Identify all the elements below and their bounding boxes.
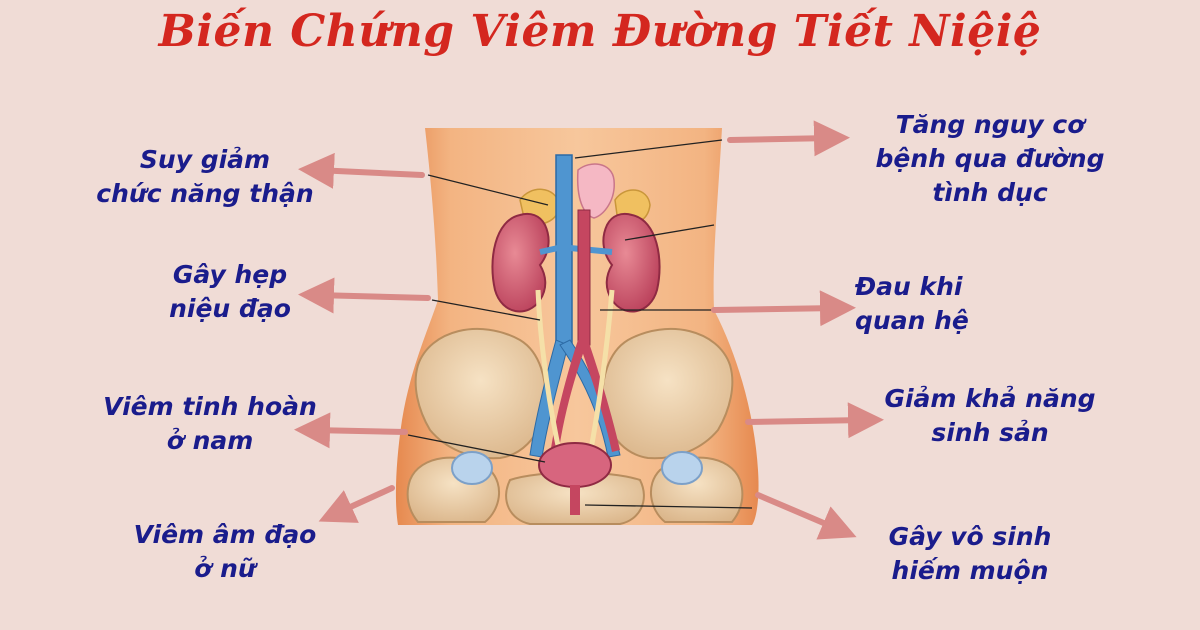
aorta — [577, 209, 591, 346]
label-line: ở nữ — [194, 554, 256, 583]
label-line: bệnh qua đường — [875, 144, 1105, 173]
bladder — [538, 442, 612, 515]
label-orchitis: Viêm tinh hoàn ở nam — [80, 390, 340, 458]
kidneys — [491, 212, 661, 313]
pointer-line-right-1 — [574, 139, 723, 159]
label-line: Viêm âm đạo — [133, 520, 317, 549]
label-kidney-failure: Suy giảm chức năng thận — [80, 143, 330, 211]
label-line: ở nam — [166, 426, 254, 455]
label-reduced-fertility: Giảm khả năng sinh sản — [860, 382, 1120, 450]
left-renal-vein — [539, 245, 559, 255]
pointer-line-left-2 — [431, 299, 541, 321]
label-line: Viêm tinh hoàn — [103, 392, 317, 421]
label-infertility: Gây vô sinh hiếm muộn — [855, 520, 1085, 588]
esophagus-organ — [576, 163, 615, 219]
label-line: chức năng thận — [96, 179, 314, 208]
label-line: Gây vô sinh — [888, 522, 1052, 551]
arrow-left-3 — [294, 412, 408, 449]
label-std-risk: Tăng nguy cơ bệnh qua đường tình dục — [850, 108, 1130, 210]
upper-organs — [576, 163, 615, 219]
label-vaginitis: Viêm âm đạo ở nữ — [110, 518, 340, 586]
label-painful-intercourse: Đau khi quan hệ — [855, 270, 995, 338]
left-femur-head — [451, 451, 493, 485]
right-ureter — [587, 289, 615, 456]
arrow-left-4 — [318, 485, 395, 523]
pointer-line-left-3 — [407, 434, 546, 463]
arrow-right-4 — [755, 492, 857, 540]
label-line: Suy giảm — [139, 145, 271, 174]
label-line: hiếm muộn — [891, 556, 1049, 585]
diagram-title: Biến Chứng Viêm Đường Tiết Niệiệ — [158, 6, 1042, 57]
right-kidney — [602, 212, 661, 313]
left-ureter — [535, 289, 563, 456]
arrow-left-2 — [298, 277, 431, 314]
right-femur-head — [661, 451, 703, 485]
pointer-line-right-4 — [584, 504, 753, 509]
ureters — [535, 289, 615, 456]
left-kidney — [491, 212, 550, 313]
label-line: tình dục — [932, 178, 1048, 207]
label-line: Tăng nguy cơ — [895, 110, 1085, 139]
pointer-line-left-1 — [427, 174, 549, 206]
label-urethral-stricture: Gây hẹp niệu đạo — [130, 258, 330, 326]
arrow-left-1 — [298, 152, 425, 189]
label-line: Đau khi — [855, 272, 963, 301]
pointer-line-right-2 — [624, 224, 715, 241]
arrows — [294, 120, 884, 540]
label-line: niệu đạo — [169, 294, 291, 323]
label-line: sinh sản — [931, 418, 1049, 447]
urethra — [570, 485, 580, 515]
arrow-right-1 — [727, 120, 850, 157]
label-line: quan hệ — [855, 306, 969, 335]
label-line: Gây hẹp — [172, 260, 288, 289]
arrow-right-2 — [711, 290, 856, 327]
bladder-organ — [538, 442, 612, 488]
left-iliac-artery — [550, 340, 586, 456]
arrow-right-3 — [745, 402, 884, 439]
label-line: Giảm khả năng — [884, 384, 1096, 413]
right-renal-vein — [569, 245, 613, 255]
pointer-lines — [407, 139, 753, 509]
